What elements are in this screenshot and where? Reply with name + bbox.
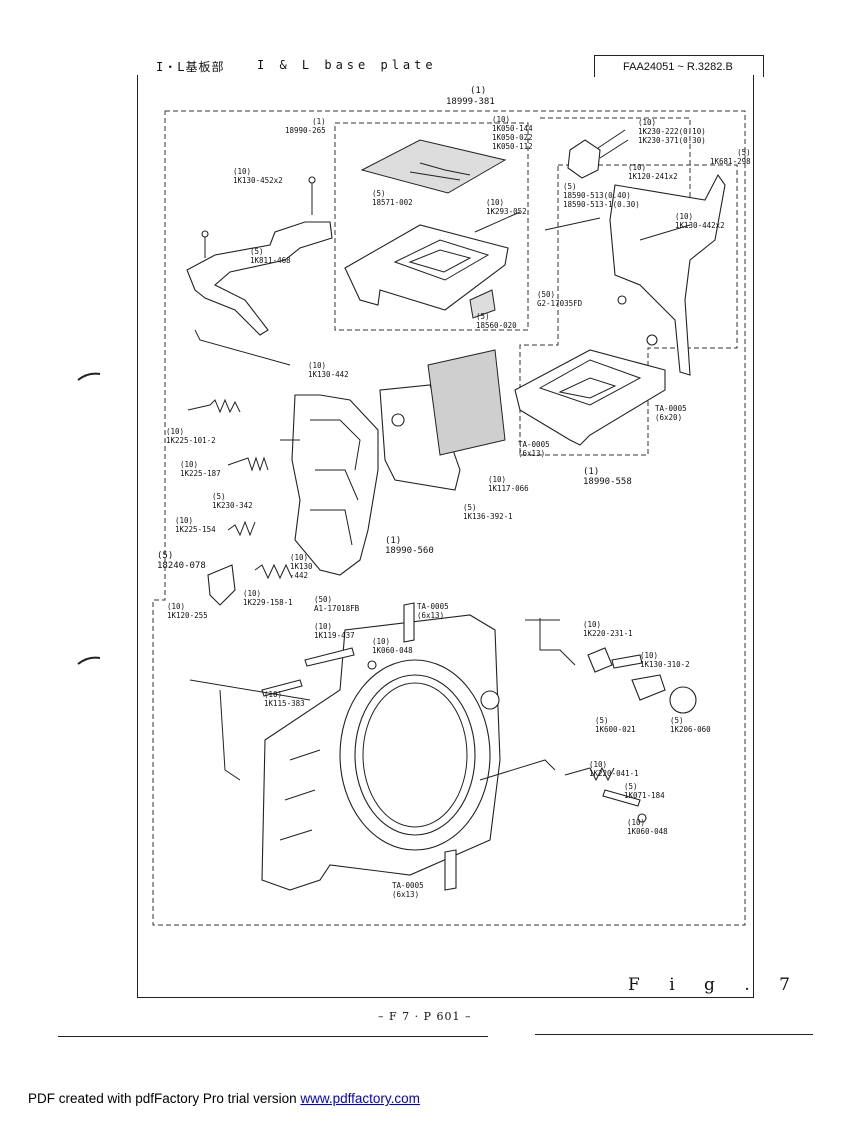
- label-part: (10) 1K130-442: [308, 361, 349, 379]
- label-part: (10) 1K220-231-1: [583, 620, 633, 638]
- label-part: (10) 1K220-041-1: [589, 760, 639, 778]
- label-part: (10) 1K120-255: [167, 602, 208, 620]
- label-part: (1) 18990-558: [583, 467, 632, 487]
- tape-strip: [444, 849, 457, 891]
- label-part: TA-0005 (6x13): [392, 881, 424, 899]
- boss: [646, 334, 658, 346]
- pdf-footer: PDF created with pdfFactory Pro trial ve…: [28, 1091, 420, 1106]
- label-part: (10) 1K130-452x2: [233, 167, 283, 185]
- label-part: (10) 1K060-048: [372, 637, 413, 655]
- shaft: [611, 654, 643, 669]
- pin: [261, 679, 303, 697]
- label-part: (5) 1K206-060: [670, 716, 711, 734]
- subassembly-box-3: [540, 117, 691, 200]
- spring: [227, 520, 256, 537]
- header-title-jp: I・L基板部: [156, 60, 225, 74]
- subassembly-box-2: [519, 164, 738, 456]
- label-part: (50) A1-17018FB: [314, 595, 360, 613]
- spring: [564, 766, 615, 782]
- label-part: (10) 1K119-437: [314, 622, 355, 640]
- knob: [669, 686, 697, 714]
- label-part: (5) 1K136-392-1: [463, 503, 513, 521]
- label-part: (10) 1K050-144 1K050-022 1K050-112: [492, 115, 533, 151]
- page-number: – F 7 · P 601 –: [378, 1010, 472, 1023]
- label-part: TA-0005 (6x20): [655, 404, 687, 422]
- base-tray: [344, 224, 509, 311]
- label-assembly-qty: (1): [470, 86, 487, 96]
- tape-strip: [403, 602, 415, 643]
- lever-block: [207, 564, 236, 606]
- label-part: TA-0005 (6x13): [417, 602, 449, 620]
- screw: [201, 230, 209, 238]
- label-part: (5) 18590-513(0.40) 18590-513-1(0.30): [563, 182, 640, 209]
- spring: [254, 563, 293, 580]
- drawing-code: FAA24051 ~ R.3282.B: [594, 55, 764, 77]
- label-part: (5) 18571-002: [372, 189, 413, 207]
- footer-text: PDF created with pdfFactory Pro trial ve…: [28, 1091, 301, 1106]
- lens-mount-inner: [354, 674, 476, 836]
- small-plate: [469, 289, 496, 319]
- label-part: (1) 18990-560: [385, 536, 434, 556]
- label-part: (5) 18560-020: [476, 312, 517, 330]
- header-title-en: I & L base plate: [257, 58, 437, 72]
- label-part: (10) 1K130-442x2: [675, 212, 725, 230]
- label-part: (10) 1K293-052: [486, 198, 527, 216]
- pdffactory-link[interactable]: www.pdffactory.com: [300, 1091, 420, 1106]
- label-part: (10) 1K225-101-2: [166, 427, 216, 445]
- label-part: (10) 1K229-158-1: [243, 589, 293, 607]
- divider: [58, 1036, 488, 1037]
- filter-plate: [427, 349, 506, 456]
- shield-plate: [379, 384, 461, 491]
- plunger: [602, 789, 641, 807]
- label-part: (10) 1K060-048: [627, 818, 668, 836]
- label-part: (10) 1K117-066: [488, 475, 529, 493]
- left-bracket: [186, 221, 333, 336]
- label-part: (10) 1K225-154: [175, 516, 216, 534]
- label-part: (5) 1K071-184: [624, 782, 665, 800]
- label-part: (50) G2-17035FD: [537, 290, 583, 308]
- label-part: (10) 1K115-383: [264, 690, 305, 708]
- boss: [617, 295, 627, 305]
- lever: [567, 139, 601, 179]
- figure-label: F i g . 7: [628, 975, 802, 995]
- label-part: (5) 1K811-468: [250, 247, 291, 265]
- label-part: (10) 1K225-187: [180, 460, 221, 478]
- screw: [308, 176, 316, 184]
- spring: [227, 456, 269, 472]
- bracket: [631, 674, 666, 701]
- spring: [187, 398, 241, 414]
- label-part: TA-0005 (6x13): [518, 440, 550, 458]
- label-part: (5) 1K600-021: [595, 716, 636, 734]
- right-frame: [609, 173, 726, 376]
- label-part: (5) 18240-078: [157, 551, 206, 571]
- assembly-boundary: [152, 110, 746, 926]
- label-part: (10) 1K120-241x2: [628, 163, 678, 181]
- subassembly-box-1: [334, 122, 529, 331]
- shutter-body: [291, 394, 379, 576]
- label-part: (1) 18990-265: [285, 117, 326, 135]
- label-part: (5) 1K681-298: [710, 148, 751, 166]
- label-part: (10) 1K230-222(0.10) 1K230-371(0.30): [638, 118, 706, 145]
- label-assembly-pn: 18999-381: [446, 97, 495, 107]
- label-part: (5) 1K230-342: [212, 492, 253, 510]
- divider: [535, 1034, 813, 1035]
- label-part: (10) 1K130-310-2: [640, 651, 690, 669]
- label-part: (10) 1K130 -442: [290, 553, 313, 580]
- drawing-frame: [137, 75, 754, 998]
- spring-cap: [587, 647, 613, 673]
- pin: [304, 647, 355, 667]
